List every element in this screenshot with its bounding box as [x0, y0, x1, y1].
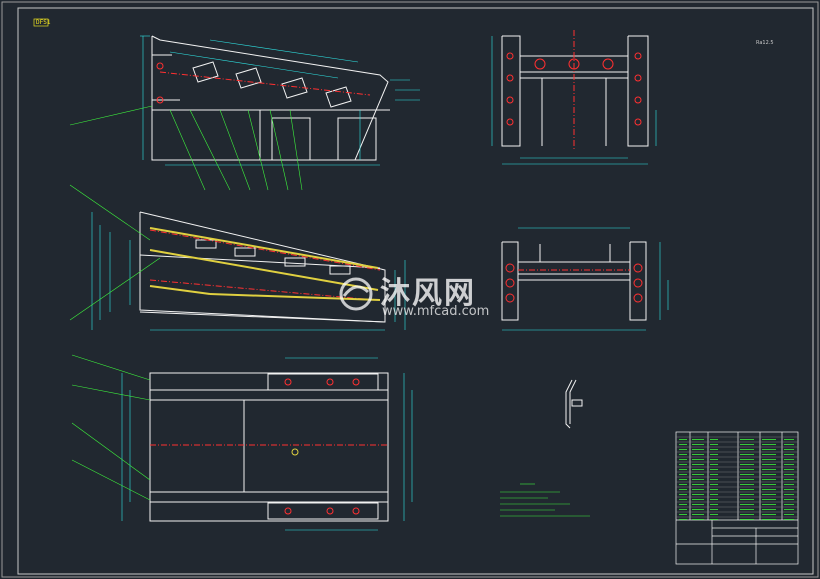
plan-view [149, 372, 389, 522]
sheet-inner-border [17, 7, 814, 575]
side-elevation-dimensions [140, 35, 420, 166]
end-view-lower [501, 241, 647, 321]
surface-finish-tag: Ra12.5 [756, 40, 774, 46]
technical-notes [500, 483, 590, 517]
title-block [675, 431, 799, 565]
section-view-hatch [149, 227, 381, 301]
parts-list-rows [676, 436, 798, 518]
plan-view-leaders [71, 354, 151, 501]
watermark-chinese-text: 沐风网 [380, 276, 476, 311]
section-view-dimensions [91, 212, 406, 331]
detail-profile [565, 379, 583, 429]
end-view-lower-dimensions [502, 227, 669, 331]
mfcad-logo-icon [339, 277, 373, 311]
plan-view-dimensions [121, 357, 413, 531]
side-elevation-view [151, 35, 390, 161]
watermark-url: www.mfcad.com [382, 304, 490, 319]
frame-tag-box [33, 18, 49, 27]
section-view-leaders [69, 184, 161, 321]
frame-tag: DFS1 [36, 19, 51, 26]
parts-list-text [679, 439, 794, 520]
section-view [139, 211, 386, 323]
side-elevation-leaders [69, 105, 303, 191]
watermark: 沐风网 www.mfcad.com [336, 268, 496, 324]
end-view-upper [501, 30, 649, 150]
end-view-upper-dimensions [491, 36, 657, 165]
